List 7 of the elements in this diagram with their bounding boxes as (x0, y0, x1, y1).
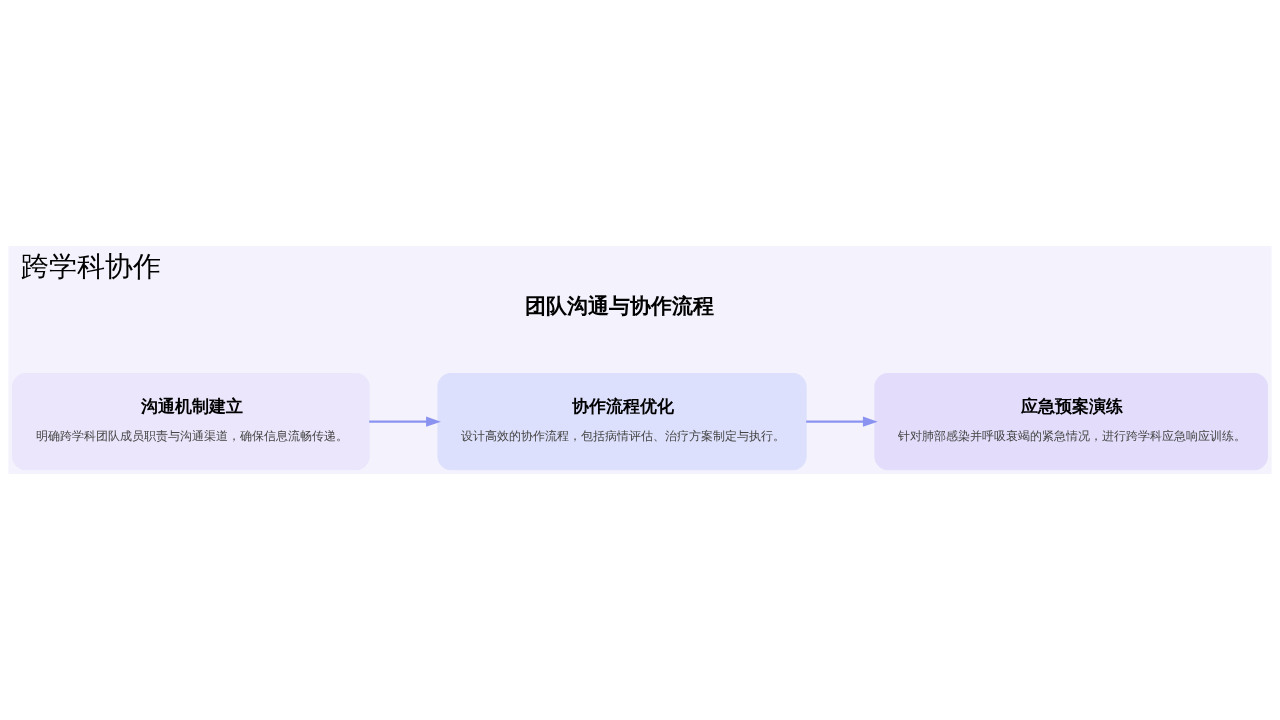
node-box: 沟通机制建立 明确跨学科团队成员职责与沟通渠道，确保信息流畅传递。 (12, 372, 370, 471)
arrow (369, 416, 441, 427)
label: 团队沟通与协作流程 (525, 292, 715, 318)
node-box: 协作流程优化 设计高效的协作流程，包括病情评估、治疗方案制定与执行。 (437, 372, 807, 471)
diagram-title: 跨学科协作 (20, 250, 161, 283)
arrow (806, 416, 878, 427)
node-box: 应急预案演练 针对肺部感染并呼吸衰竭的紧急情况，进行跨学科应急响应训练。 (874, 372, 1268, 471)
